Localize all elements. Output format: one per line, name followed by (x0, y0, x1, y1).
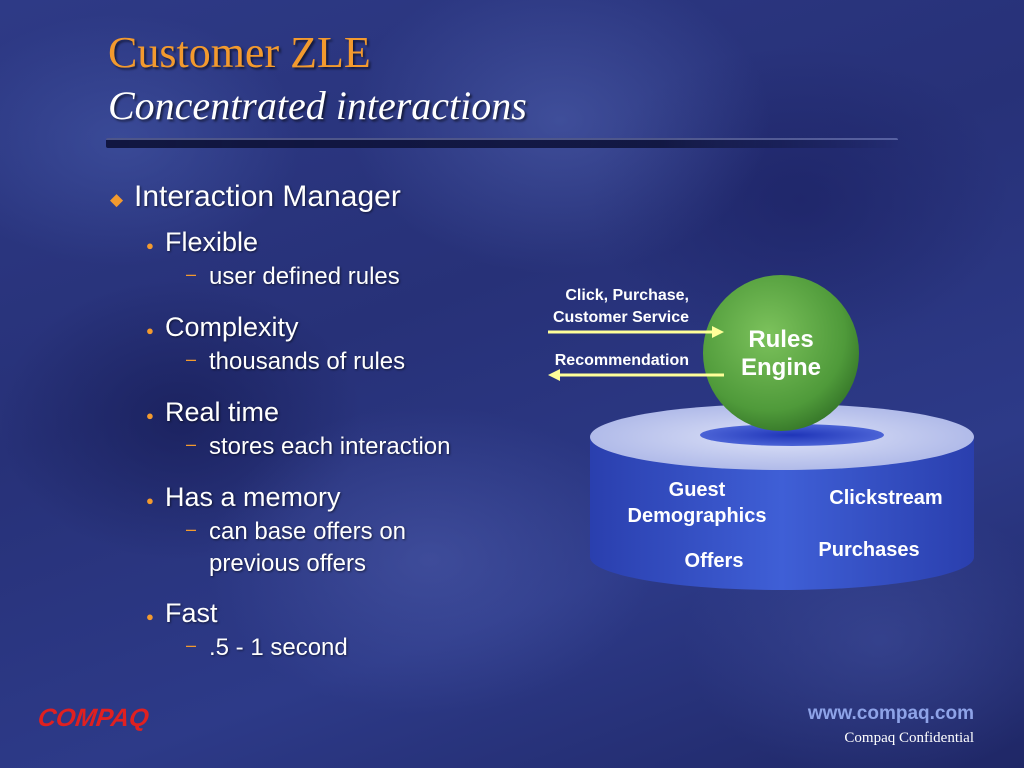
dot-bullet-icon: ● (146, 323, 154, 338)
input-label-line1: Click, Purchase, (565, 287, 689, 304)
bullet-item: Has a memory (165, 482, 341, 512)
dot-bullet-icon: ● (146, 493, 154, 508)
output-arrow-head-icon (548, 369, 560, 381)
bullet-main: Interaction Manager (134, 180, 401, 213)
output-label: Recommendation (555, 352, 689, 369)
dash-bullet-icon: – (186, 635, 197, 655)
dash-bullet-icon: – (186, 264, 197, 284)
engine-label-line2: Engine (741, 354, 821, 381)
input-arrow-head-icon (712, 326, 724, 338)
datastore-cylinder-body (590, 437, 974, 590)
footer-confidential: Compaq Confidential (844, 730, 974, 746)
bullet-subitem: thousands of rules (209, 348, 406, 375)
bullet-item: Complexity (165, 312, 299, 342)
bullet-subitem: .5 - 1 second (209, 634, 348, 661)
dash-bullet-icon: – (186, 349, 197, 369)
store-guest-line1: Guest (669, 479, 726, 501)
bullet-subitem: stores each interaction (209, 433, 451, 460)
input-label-line2: Customer Service (553, 309, 689, 326)
slide-subtitle: Concentrated interactions (108, 83, 527, 128)
compaq-logo: COMPAQ (36, 704, 151, 732)
dash-bullet-icon: – (186, 434, 197, 454)
footer-url: www.compaq.com (807, 703, 974, 724)
bullet-item: Flexible (165, 227, 259, 257)
dot-bullet-icon: ● (146, 238, 154, 253)
engine-label-line1: Rules (748, 326, 813, 353)
store-offers: Offers (685, 550, 744, 572)
diamond-bullet-icon: ◆ (110, 190, 124, 209)
rules-engine-sphere (703, 275, 859, 431)
title-underline (106, 138, 898, 148)
dash-bullet-icon: – (186, 519, 197, 539)
store-clickstream: Clickstream (829, 487, 942, 509)
bullet-subitem-continued: previous offers (209, 550, 366, 577)
dot-bullet-icon: ● (146, 408, 154, 423)
bullet-subitem: can base offers on (209, 518, 407, 545)
dot-bullet-icon: ● (146, 609, 154, 624)
engine-shadow (700, 424, 884, 446)
bullet-subitem: user defined rules (209, 263, 400, 290)
bullet-item: Real time (165, 397, 280, 427)
slide-title: Customer ZLE (108, 28, 371, 77)
store-guest-line2: Demographics (628, 505, 767, 527)
bullet-item: Fast (165, 598, 218, 628)
store-purchases: Purchases (818, 539, 919, 561)
